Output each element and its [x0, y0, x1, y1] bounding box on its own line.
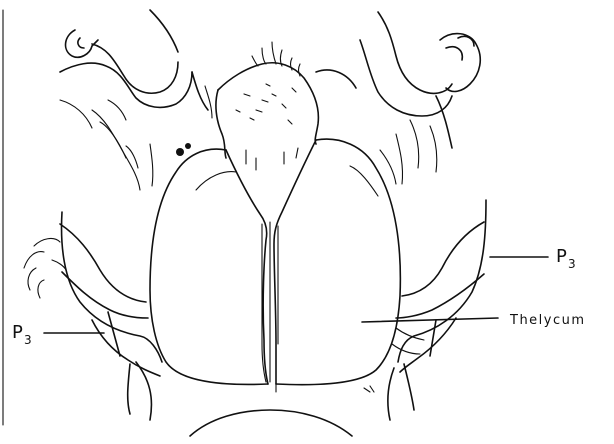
dark-spot-left-2	[185, 143, 191, 149]
central-head-plate	[216, 42, 318, 158]
lower-right-leg	[392, 200, 486, 410]
pointer-line-thelycum	[362, 318, 498, 322]
label-thelycum: Thelycum	[509, 313, 586, 328]
label-p3-right-sub: 3	[568, 257, 576, 271]
label-p3-left-main: P	[12, 322, 23, 343]
label-p3-left-sub: 3	[24, 333, 32, 347]
upper-left-appendage	[60, 10, 212, 190]
lower-left-leg	[24, 212, 162, 414]
label-p3-left: P 3	[12, 322, 32, 347]
dark-spot-left	[176, 148, 184, 156]
label-p3-right: P 3	[556, 246, 576, 271]
bottom-segment	[136, 362, 394, 436]
thelycum-plates	[150, 139, 400, 392]
upper-right-appendage	[316, 12, 480, 184]
label-p3-right-main: P	[556, 246, 567, 267]
